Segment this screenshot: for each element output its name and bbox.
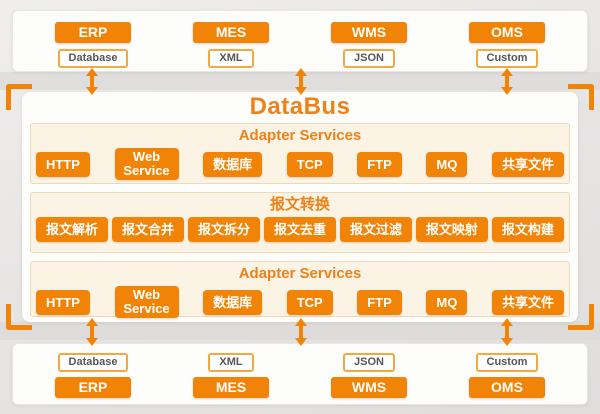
top-systems-card: ERP Database MES XML WMS JSON OMS Custom <box>12 10 588 72</box>
double-arrow-icon <box>85 318 99 346</box>
format-label-json-bottom: JSON <box>343 353 395 372</box>
adapter-items-row-lower: HTTP Web Service 数据库 TCP FTP MQ 共享文件 <box>36 286 564 318</box>
message-node-dedupe: 报文去重 <box>263 217 336 242</box>
adapter-items-row-upper: HTTP Web Service 数据库 TCP FTP MQ 共享文件 <box>36 148 564 180</box>
top-column-oms: OMS Custom <box>438 11 576 71</box>
double-arrow-icon <box>85 68 99 95</box>
adapter-node-mq: MQ <box>426 151 468 177</box>
message-node-parse: 报文解析 <box>36 217 109 242</box>
system-node-mes-top: MES <box>193 22 269 43</box>
system-node-erp-top: ERP <box>55 22 131 43</box>
system-node-oms-top: OMS <box>469 22 545 43</box>
adapter-services-title-lower: Adapter Services <box>238 265 362 282</box>
double-arrow-icon <box>500 318 514 346</box>
message-node-mapping: 报文映射 <box>415 217 488 242</box>
corner-bracket-top-left <box>6 84 32 110</box>
double-arrow-icon <box>294 318 308 346</box>
system-node-erp-bottom: ERP <box>55 377 131 398</box>
format-label-custom-top: Custom <box>475 49 539 68</box>
double-arrow-icon <box>294 68 308 95</box>
format-label-custom-bottom: Custom <box>475 353 539 372</box>
system-node-mes-bottom: MES <box>193 377 269 398</box>
format-label-database-top: Database <box>57 49 129 68</box>
top-column-mes: MES XML <box>162 11 300 71</box>
message-node-split: 报文拆分 <box>187 217 260 242</box>
bottom-column-erp: Database ERP <box>24 344 162 404</box>
adapter-node-tcp: TCP <box>286 151 333 177</box>
adapter-services-section-lower: Adapter Services HTTP Web Service 数据库 TC… <box>30 261 570 318</box>
adapter-services-title-upper: Adapter Services <box>238 127 362 144</box>
system-node-oms-bottom: OMS <box>469 377 545 398</box>
adapter-node-web-service: Web Service <box>114 148 179 180</box>
adapter-node-ftp: FTP <box>357 151 402 177</box>
message-node-filter: 报文过滤 <box>339 217 412 242</box>
bottom-column-wms: JSON WMS <box>300 344 438 404</box>
databus-box: DataBus Adapter Services HTTP Web Servic… <box>22 92 578 322</box>
bottom-systems-card: Database ERP XML MES JSON WMS Custom OMS <box>12 343 588 405</box>
adapter-node-mq: MQ <box>426 289 468 315</box>
adapter-node-shared-files: 共享文件 <box>491 289 564 315</box>
adapter-node-ftp: FTP <box>357 289 402 315</box>
top-column-erp: ERP Database <box>24 11 162 71</box>
top-column-wms: WMS JSON <box>300 11 438 71</box>
message-conversion-title: 报文转换 <box>269 196 330 213</box>
message-node-merge: 报文合并 <box>111 217 184 242</box>
message-items-row: 报文解析 报文合并 报文拆分 报文去重 报文过滤 报文映射 报文构建 <box>36 217 564 242</box>
format-label-database-bottom: Database <box>57 353 129 372</box>
adapter-services-section-upper: Adapter Services HTTP Web Service 数据库 TC… <box>30 123 570 184</box>
system-node-wms-top: WMS <box>331 22 407 43</box>
bottom-column-mes: XML MES <box>162 344 300 404</box>
format-label-xml-bottom: XML <box>208 353 254 372</box>
format-label-xml-top: XML <box>208 49 254 68</box>
corner-bracket-bottom-left <box>6 304 32 330</box>
adapter-node-database: 数据库 <box>203 289 263 315</box>
corner-bracket-bottom-right <box>568 304 594 330</box>
adapter-node-http: HTTP <box>36 151 90 177</box>
databus-title: DataBus <box>249 93 351 120</box>
double-arrow-icon <box>500 68 514 95</box>
adapter-node-http: HTTP <box>36 289 90 315</box>
message-node-build: 报文构建 <box>491 217 564 242</box>
adapter-node-database: 数据库 <box>203 151 263 177</box>
corner-bracket-top-right <box>568 84 594 110</box>
bottom-column-oms: Custom OMS <box>438 344 576 404</box>
message-conversion-section: 报文转换 报文解析 报文合并 报文拆分 报文去重 报文过滤 报文映射 报文构建 <box>30 192 570 253</box>
format-label-json-top: JSON <box>343 49 395 68</box>
adapter-node-web-service: Web Service <box>114 286 179 318</box>
system-node-wms-bottom: WMS <box>331 377 407 398</box>
adapter-node-shared-files: 共享文件 <box>491 151 564 177</box>
adapter-node-tcp: TCP <box>286 289 333 315</box>
